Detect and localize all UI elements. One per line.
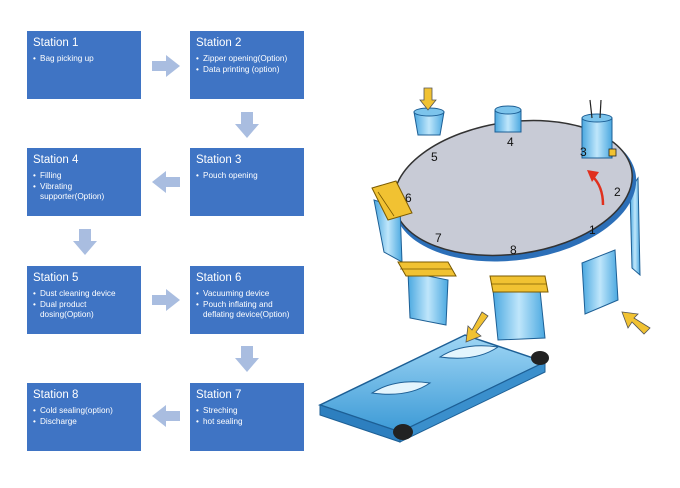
station-number-3: 3 bbox=[580, 145, 587, 159]
station-number-7: 7 bbox=[435, 231, 442, 245]
station-6-box: Station 6 Vacuuming device Pouch inflati… bbox=[190, 266, 304, 334]
station-number-2: 2 bbox=[614, 185, 621, 199]
station-1-item: Bag picking up bbox=[33, 54, 135, 65]
station-4-title: Station 4 bbox=[33, 154, 79, 166]
station-number-6: 6 bbox=[405, 191, 412, 205]
station-2-item: Data printing (option) bbox=[196, 65, 298, 76]
station-8-box: Station 8 Cold sealing(option) Discharge bbox=[27, 383, 141, 451]
station-3-box: Station 3 Pouch opening bbox=[190, 148, 304, 216]
rotation-arrow-icon bbox=[587, 170, 605, 206]
station-8-title: Station 8 bbox=[33, 389, 79, 401]
station-1-box: Station 1 Bag picking up bbox=[27, 31, 141, 99]
station-2-title: Station 2 bbox=[196, 37, 242, 49]
pouch-shape bbox=[492, 289, 546, 341]
arrow-down-left-icon bbox=[465, 311, 489, 343]
station-7-item: hot sealing bbox=[196, 417, 298, 428]
station-5-box: Station 5 Dust cleaning device Dual prod… bbox=[27, 266, 141, 334]
arrow-up-left-icon bbox=[621, 311, 651, 335]
tool-shape bbox=[581, 117, 613, 159]
station-4-box: Station 4 Filling Vibrating supporter(Op… bbox=[27, 148, 141, 216]
pouch-shape bbox=[407, 271, 449, 326]
station-6-item: Vacuuming device bbox=[196, 289, 298, 300]
station-3-item: Pouch opening bbox=[196, 171, 298, 182]
pouch-shape bbox=[581, 249, 619, 315]
rotary-table bbox=[393, 119, 637, 262]
station-5-item: Dual product dosing(Option) bbox=[33, 300, 135, 321]
station-1-title: Station 1 bbox=[33, 37, 79, 49]
arrow-right-icon bbox=[152, 55, 180, 77]
station-number-8: 8 bbox=[510, 243, 517, 257]
station-number-4: 4 bbox=[507, 135, 514, 149]
station-4-item: Vibrating supporter(Option) bbox=[33, 182, 135, 203]
station-7-item: Streching bbox=[196, 406, 298, 417]
arrow-down-icon bbox=[73, 229, 97, 255]
arrow-left-icon bbox=[152, 405, 180, 427]
conveyor-belt bbox=[318, 334, 549, 443]
clamp-shape bbox=[371, 180, 413, 221]
station-8-item: Discharge bbox=[33, 417, 135, 428]
station-5-item: Dust cleaning device bbox=[33, 289, 135, 300]
station-7-box: Station 7 Streching hot sealing bbox=[190, 383, 304, 451]
station-2-item: Zipper opening(Option) bbox=[196, 54, 298, 65]
station-3-title: Station 3 bbox=[196, 154, 242, 166]
station-6-item: Pouch inflating and deflating device(Opt… bbox=[196, 300, 298, 321]
station-number-5: 5 bbox=[431, 150, 438, 164]
station-7-title: Station 7 bbox=[196, 389, 242, 401]
arrow-down-icon bbox=[419, 87, 437, 111]
station-2-box: Station 2 Zipper opening(Option) Data pr… bbox=[190, 31, 304, 99]
station-6-title: Station 6 bbox=[196, 272, 242, 284]
station-5-title: Station 5 bbox=[33, 272, 79, 284]
station-number-1: 1 bbox=[589, 223, 596, 237]
arrow-right-icon bbox=[152, 289, 180, 311]
arrow-down-icon bbox=[235, 112, 259, 138]
rotary-machine-illustration: 1 2 3 4 5 6 7 8 bbox=[318, 87, 651, 443]
arrow-left-icon bbox=[152, 171, 180, 193]
arrow-down-icon bbox=[235, 346, 259, 372]
station-4-item: Filling bbox=[33, 171, 135, 182]
station-8-item: Cold sealing(option) bbox=[33, 406, 135, 417]
